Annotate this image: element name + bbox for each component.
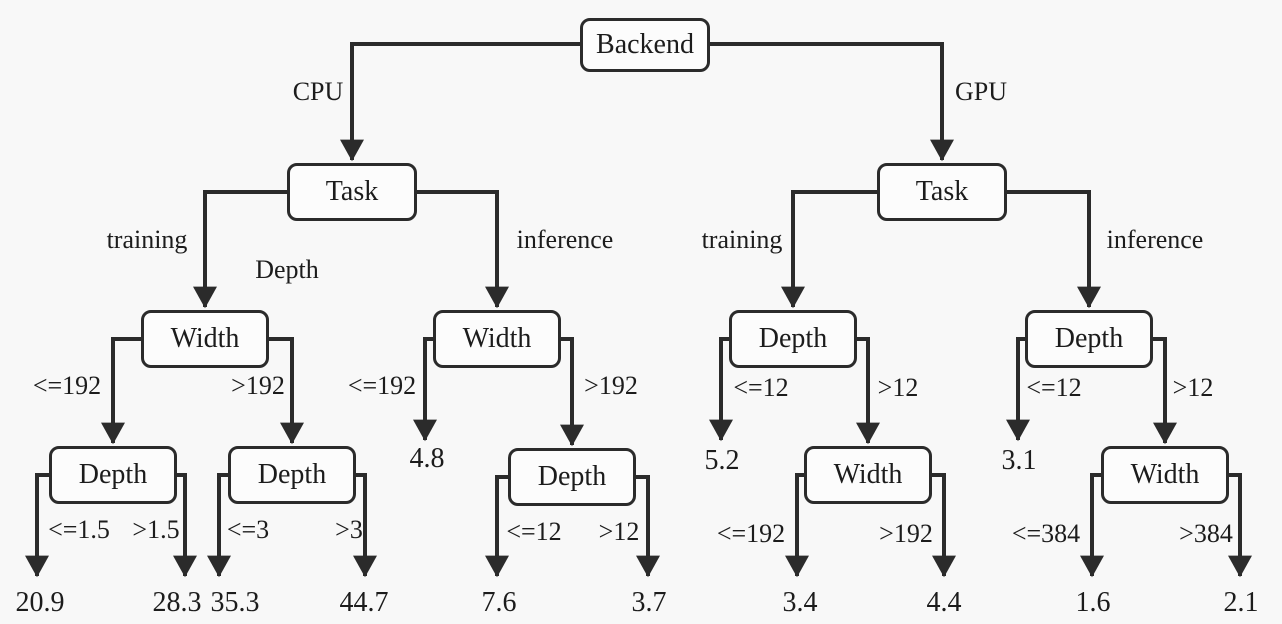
edge-label-cpu-training: training <box>106 225 188 254</box>
leaf-gpu-train-gt12-gt192: 4.4 <box>926 587 962 618</box>
node-depth-cpu-inf-gt192: Depth <box>508 448 636 506</box>
leaf-gpu-train-gt12-le192: 3.4 <box>782 587 818 618</box>
leaf-cpu-inference-le192: 4.8 <box>409 443 445 474</box>
node-depth-gpu-training: Depth <box>729 310 857 368</box>
edge-label-cpu: CPU <box>292 77 344 106</box>
edge-label-gpu-inf-gt12: >12 <box>1172 373 1214 402</box>
edge-label-le384: <=384 <box>1011 519 1081 548</box>
leaf-cpu-train-le192-gt15: 28.3 <box>152 587 202 618</box>
leaf-gpu-inf-gt12-le384: 1.6 <box>1075 587 1111 618</box>
leaf-gpu-inf-gt12-gt384: 2.1 <box>1223 587 1259 618</box>
node-depth-cpu-train-le192: Depth <box>49 446 177 504</box>
edge-label-gpu-inference: inference <box>1106 225 1204 254</box>
edge-label-le3: <=3 <box>226 515 270 544</box>
edge-label-cpu-gt12: >12 <box>598 517 640 546</box>
edge-label-gt384: >384 <box>1179 519 1233 548</box>
edge-label-cpu-inf-le192: <=192 <box>347 371 417 400</box>
edge-width1-gt192-leaf <box>928 473 956 578</box>
edge-depth1-le15-leaf <box>25 473 53 578</box>
node-backend: Backend <box>580 18 710 72</box>
leaf-cpu-train-gt192-le3: 35.3 <box>210 587 260 618</box>
edge-label-gpu-train-le12: <=12 <box>733 373 789 402</box>
node-width-gpu-train-gt12: Width <box>804 446 932 504</box>
edge-gputask-training-depth <box>781 190 881 309</box>
edge-backend-cpu-task <box>340 42 580 162</box>
edge-label-gpu-gt192: >192 <box>879 519 933 548</box>
edge-cpuwidthtrain-le192-depth <box>101 337 145 445</box>
edge-backend-gpu-task <box>710 42 954 162</box>
edge-label-cpu-inference: inference <box>516 225 614 254</box>
node-depth-gpu-inference: Depth <box>1025 310 1153 368</box>
leaf-gpu-training-le12: 5.2 <box>704 445 740 476</box>
node-task-gpu: Task <box>877 163 1007 221</box>
edge-depth3-le12-leaf <box>485 475 512 578</box>
edge-depth2-gt3-leaf <box>352 473 377 578</box>
edge-label-cpu-le12: <=12 <box>506 517 562 546</box>
stray-depth-label: Depth <box>255 255 319 284</box>
edge-depth2-le3-leaf <box>207 473 232 578</box>
edge-gpudepthinf-gt12-width <box>1149 337 1177 445</box>
edge-cpuwidthtrain-gt192-depth <box>265 337 304 445</box>
edge-label-gpu-training: training <box>701 225 783 254</box>
node-depth-cpu-train-gt192: Depth <box>228 446 356 504</box>
edge-label-gpu-train-gt12: >12 <box>877 373 919 402</box>
edge-label-gpu: GPU <box>954 77 1008 106</box>
edge-label-cpu-train-le192: <=192 <box>32 371 102 400</box>
edge-gpudepthtrain-gt12-width <box>853 337 880 445</box>
edge-label-gt3: >3 <box>335 515 363 544</box>
edge-label-gt1-5: >1.5 <box>132 515 180 544</box>
edge-label-cpu-inf-gt192: >192 <box>584 371 638 400</box>
leaf-gpu-inference-le12: 3.1 <box>1001 445 1037 476</box>
edge-label-gpu-inf-le12: <=12 <box>1026 373 1082 402</box>
leaf-cpu-inf-gt192-le12: 7.6 <box>481 587 517 618</box>
leaf-cpu-inf-gt192-gt12: 3.7 <box>631 587 667 618</box>
leaf-cpu-train-gt192-gt3: 44.7 <box>339 587 389 618</box>
edge-cpuwidthinf-gt192-depth <box>557 337 584 447</box>
edge-depth3-gt12-leaf <box>632 475 660 578</box>
edge-width2-le384-leaf <box>1080 473 1105 578</box>
edge-label-cpu-train-gt192: >192 <box>231 371 285 400</box>
edge-cputask-inference-width <box>413 190 509 309</box>
edge-label-le1-5: <=1.5 <box>48 515 110 544</box>
edge-gputask-inference-depth <box>1003 190 1101 309</box>
edge-depth1-gt15-leaf <box>173 473 197 578</box>
edge-width2-gt384-leaf <box>1225 473 1252 578</box>
leaf-cpu-train-le192-le15: 20.9 <box>15 587 65 618</box>
node-width-cpu-training: Width <box>141 310 269 368</box>
node-width-gpu-inf-gt12: Width <box>1101 446 1229 504</box>
node-task-cpu: Task <box>287 163 417 221</box>
node-width-cpu-inference: Width <box>433 310 561 368</box>
edge-label-gpu-le192: <=192 <box>716 519 786 548</box>
edge-cputask-training-width <box>193 190 291 309</box>
